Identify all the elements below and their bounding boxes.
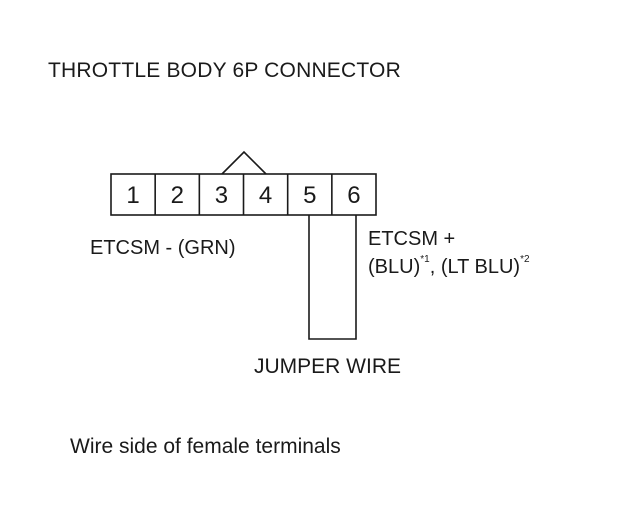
lt-blu-color-label: (LT BLU) bbox=[440, 256, 521, 278]
jumper-wire bbox=[308, 215, 357, 340]
diagram-title: THROTTLE BODY 6P CONNECTOR bbox=[48, 59, 401, 82]
pin-number-5: 5 bbox=[303, 182, 316, 209]
footnote-1-marker: *1 bbox=[420, 254, 430, 265]
connector-pins: 1 2 3 4 5 6 bbox=[126, 174, 361, 215]
pin-number-2: 2 bbox=[171, 182, 184, 209]
pin-number-6: 6 bbox=[347, 182, 360, 209]
etcsm-plus-label: ETCSM + bbox=[368, 228, 456, 250]
blu-color-label: (BLU) bbox=[368, 256, 421, 278]
footnote-2-marker: *2 bbox=[520, 254, 530, 265]
jumper-wire-label: JUMPER WIRE bbox=[254, 355, 401, 378]
pin-number-1: 1 bbox=[126, 182, 139, 209]
connector-lock-tab bbox=[221, 150, 267, 175]
etcsm-plus-wire-colors: (BLU)*1, (LT BLU)*2 bbox=[368, 254, 530, 278]
etcsm-minus-label: ETCSM - (GRN) bbox=[90, 237, 236, 259]
footer-note: Wire side of female terminals bbox=[70, 435, 341, 458]
separator: , bbox=[429, 256, 441, 278]
pin-number-3: 3 bbox=[215, 182, 228, 209]
pin-number-4: 4 bbox=[259, 182, 272, 209]
